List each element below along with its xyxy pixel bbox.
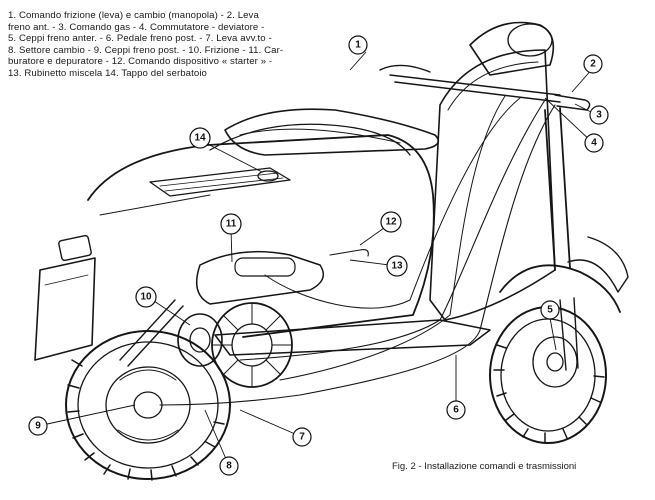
callout-10: 10 [135,286,157,308]
callout-13: 13 [386,255,408,277]
callout-label: 8 [226,461,232,472]
callout-label: 13 [391,261,403,272]
legend-line: 13. Rubinetto miscela 14. Tappo del serb… [8,67,207,79]
callout-label: 14 [194,133,206,144]
callout-label: 4 [591,138,597,149]
callout-label: 3 [596,110,602,121]
callout-12: 12 [380,211,402,233]
legend-line: freno ant. - 3. Comando gas - 4. Commuta… [8,21,265,33]
callout-11: 11 [220,213,242,235]
callout-4: 4 [584,133,604,153]
legend-line: 1. Comando frizione (leva) e cambio (man… [8,10,259,21]
rear-wheel [65,330,231,481]
legend-text: 1. Comando frizione (leva) e cambio (man… [8,10,348,79]
callout-label: 10 [140,292,152,303]
callout-label: 11 [226,219,237,230]
callout-7: 7 [292,427,312,447]
callout-label: 6 [453,405,459,416]
callout-8: 8 [219,456,239,476]
legend-line: buratore e depuratore - 12. Comando disp… [8,56,273,67]
callout-6: 6 [446,400,466,420]
callout-14: 14 [189,127,211,149]
callout-2: 2 [583,54,603,74]
legend-line: 8. Settore cambio - 9. Ceppi freno post.… [8,44,284,56]
callout-3: 3 [589,105,609,125]
callout-label: 7 [299,432,305,443]
callout-label: 2 [590,59,596,70]
callout-label: 12 [385,217,397,228]
callout-label: 9 [35,421,41,432]
figure-caption: Fig. 2 - Installazione comandi e trasmis… [392,461,577,472]
callout-label: 5 [547,305,553,316]
callout-5: 5 [540,300,560,320]
callout-1: 1 [348,35,368,55]
legend-line: 5. Ceppi freno anter. - 6. Pedale freno … [8,33,272,44]
front-wheel [489,306,607,444]
engine-fan [211,302,293,388]
callout-9: 9 [28,416,48,436]
callout-label: 1 [355,40,361,51]
